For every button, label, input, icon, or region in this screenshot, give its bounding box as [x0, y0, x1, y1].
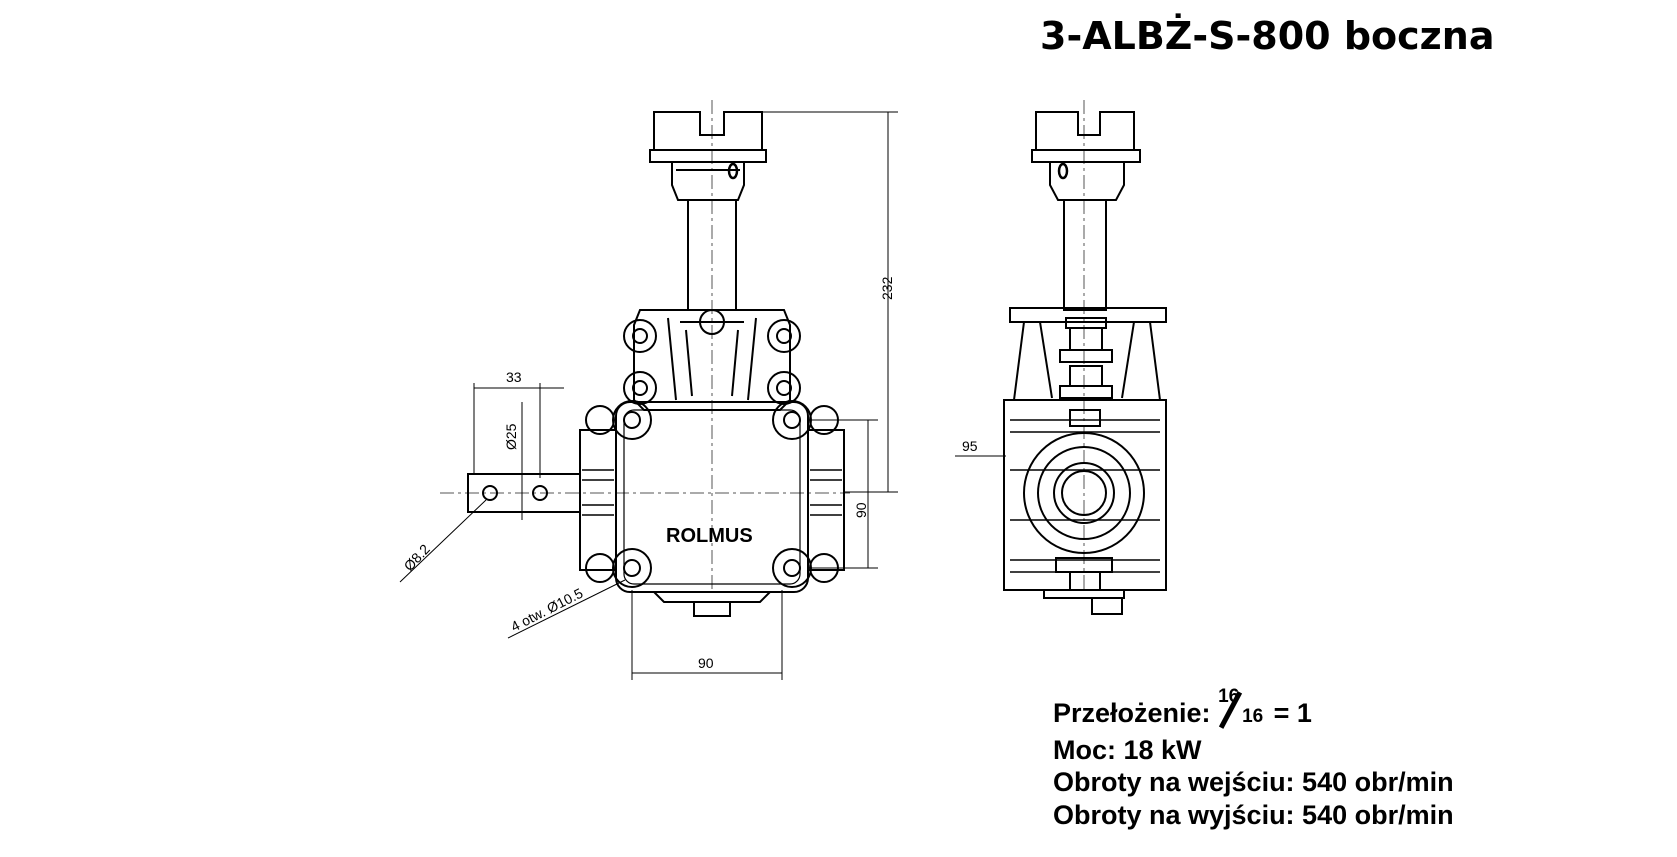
- spec-ratio: Przełożenie: 16 16 = 1: [1053, 686, 1312, 729]
- flange-bolt: [623, 319, 801, 405]
- dim-depth-label: 95: [962, 438, 978, 454]
- rolmus-logo-text: ROLMUS: [666, 525, 753, 547]
- ratio-denominator: 16: [1242, 706, 1264, 727]
- side-view: [1003, 100, 1167, 615]
- dim-mount-holes-label: 4 otw. Ø10.5: [508, 585, 585, 635]
- spec-input-speed: Obroty na wejściu: 540 obr/min: [1053, 767, 1454, 797]
- spec-ratio-result: = 1: [1273, 698, 1312, 728]
- spec-power: Moc: 18 kW: [1053, 735, 1202, 765]
- front-dimensions: [399, 111, 898, 680]
- dim-shaft-diameter-label: Ø25: [503, 423, 519, 450]
- spec-ratio-label: Przełożenie:: [1053, 698, 1211, 728]
- dim-height-label: 232: [879, 276, 895, 300]
- dim-width-label: 90: [698, 655, 714, 671]
- spec-output-speed: Obroty na wyjściu: 540 obr/min: [1053, 800, 1454, 830]
- dim-shaft-offset-label: 33: [506, 369, 522, 385]
- dim-body-height-label: 90: [853, 502, 869, 518]
- ratio-fraction: 16 16: [1218, 686, 1266, 729]
- dim-pin-hole-label: Ø8.2: [400, 541, 433, 574]
- front-view: ROLMUS: [440, 100, 850, 617]
- drawing-title: 3-ALBŻ-S-800 boczna: [1040, 14, 1495, 58]
